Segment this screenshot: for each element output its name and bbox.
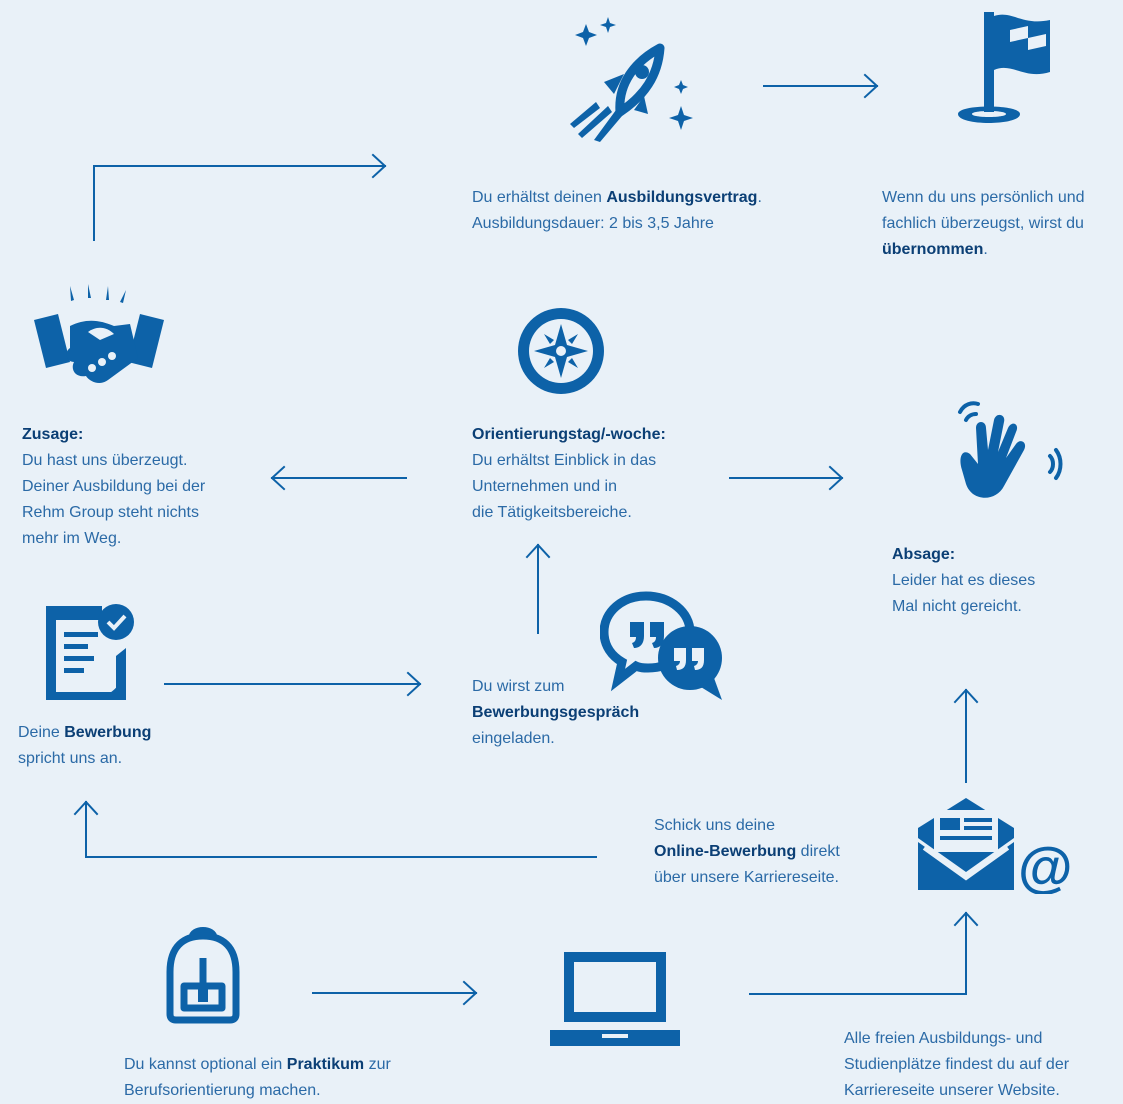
step-gespraech-text: Du wirst zum Bewerbungsgespräch eingelad… <box>472 674 712 752</box>
gespraech-text-line3: eingeladen. <box>472 730 555 747</box>
arrow-rocket-to-flag <box>763 73 879 99</box>
backpack-icon <box>166 927 240 1024</box>
vertrag-text-post: . <box>757 189 762 206</box>
arrow-bewerbung-to-gespraech <box>164 671 422 697</box>
arrow-online-to-bewerbung <box>73 800 597 858</box>
vertrag-text-line2: Ausbildungsdauer: 2 bis 3,5 Jahre <box>472 215 714 232</box>
flag-icon <box>958 12 1050 123</box>
arrow-gespraech-to-orientation <box>525 543 551 634</box>
uebernommen-text-bold: übernommen <box>882 241 984 258</box>
orientierung-text-line2: Unternehmen und in <box>472 478 617 495</box>
online-text-line1: Schick uns deine <box>654 817 775 834</box>
absage-text-line2: Mal nicht gereicht. <box>892 598 1022 615</box>
praktikum-text-post: zur <box>364 1056 391 1073</box>
zusage-text-line4: mehr im Weg. <box>22 530 122 547</box>
praktikum-text-pre: Du kannst optional ein <box>124 1056 287 1073</box>
waving-hand-icon <box>958 401 1063 498</box>
arrow-praktikum-to-laptop <box>312 980 478 1006</box>
arrow-laptop-to-mail <box>749 911 979 995</box>
handshake-icon <box>34 284 164 383</box>
praktikum-text-bold: Praktikum <box>286 1056 365 1073</box>
bewerbung-text-pre: Deine <box>18 724 65 741</box>
bewerbung-text-bold: Bewerbung <box>64 724 152 741</box>
zusage-heading: Zusage: <box>22 426 84 443</box>
arrow-handshake-to-rocket <box>93 153 387 241</box>
orientierung-heading: Orientierungstag/-woche: <box>472 426 666 443</box>
absage-text-line1: Leider hat es dieses <box>892 572 1036 589</box>
vertrag-text-pre: Du erhältst deinen <box>472 189 607 206</box>
compass-icon <box>518 308 604 394</box>
speech-bubbles-icon <box>600 591 722 700</box>
step-zusage-text: Zusage: Du hast uns überzeugt. Deiner Au… <box>22 422 282 552</box>
praktikum-text-line2: Berufsorientierung machen. <box>124 1082 321 1099</box>
zusage-text-line1: Du hast uns überzeugt. <box>22 452 188 469</box>
laptop-icon <box>550 952 680 1046</box>
step-online-text: Schick uns deine Online-Bewerbung direkt… <box>654 813 904 891</box>
step-bewerbung-text: Deine Bewerbung spricht uns an. <box>18 720 238 772</box>
website-text-line2: Studienplätze findest du auf der <box>844 1056 1070 1073</box>
document-check-icon <box>46 604 134 700</box>
svg-text:@: @ <box>1018 835 1073 894</box>
arrow-mail-to-absage <box>953 688 979 783</box>
arrow-orientation-to-zusage <box>270 465 407 491</box>
absage-heading: Absage: <box>892 546 956 563</box>
step-vertrag-text: Du erhältst deinen Ausbildungsvertrag. A… <box>472 185 852 237</box>
step-uebernommen-text: Wenn du uns persönlich und fachlich über… <box>882 185 1122 263</box>
orientierung-text-line1: Du erhältst Einblick in das <box>472 452 657 469</box>
vertrag-text-bold: Ausbildungsvertrag <box>606 189 758 206</box>
website-text-line1: Alle freien Ausbildungs- und <box>844 1030 1043 1047</box>
gespraech-text-bold: Bewerbungsgespräch <box>472 704 640 721</box>
arrow-orientation-to-absage <box>729 465 844 491</box>
uebernommen-text-line2: fachlich überzeugst, wirst du <box>882 215 1084 232</box>
online-text-line3: über unsere Karriereseite. <box>654 869 839 886</box>
online-text-bold: Online-Bewerbung <box>654 843 797 860</box>
gespraech-text-line1: Du wirst zum <box>472 678 565 695</box>
step-orientierung-text: Orientierungstag/-woche: Du erhältst Ein… <box>472 422 732 526</box>
website-text-line3: Karriereseite unserer Website. <box>844 1082 1060 1099</box>
orientierung-text-line3: die Tätigkeitsbereiche. <box>472 504 632 521</box>
rocket-icon <box>570 17 693 142</box>
zusage-text-line3: Rehm Group steht nichts <box>22 504 199 521</box>
mail-at-icon: @ <box>918 798 1073 894</box>
step-absage-text: Absage: Leider hat es dieses Mal nicht g… <box>892 542 1112 620</box>
bewerbung-text-line2: spricht uns an. <box>18 750 123 767</box>
uebernommen-text-line1: Wenn du uns persönlich und <box>882 189 1085 206</box>
step-praktikum-text: Du kannst optional ein Praktikum zur Ber… <box>124 1052 454 1104</box>
uebernommen-text-post: . <box>983 241 988 258</box>
step-website-text: Alle freien Ausbildungs- und Studienplät… <box>844 1026 1123 1104</box>
online-text-post: direkt <box>796 843 840 860</box>
zusage-text-line2: Deiner Ausbildung bei der <box>22 478 206 495</box>
